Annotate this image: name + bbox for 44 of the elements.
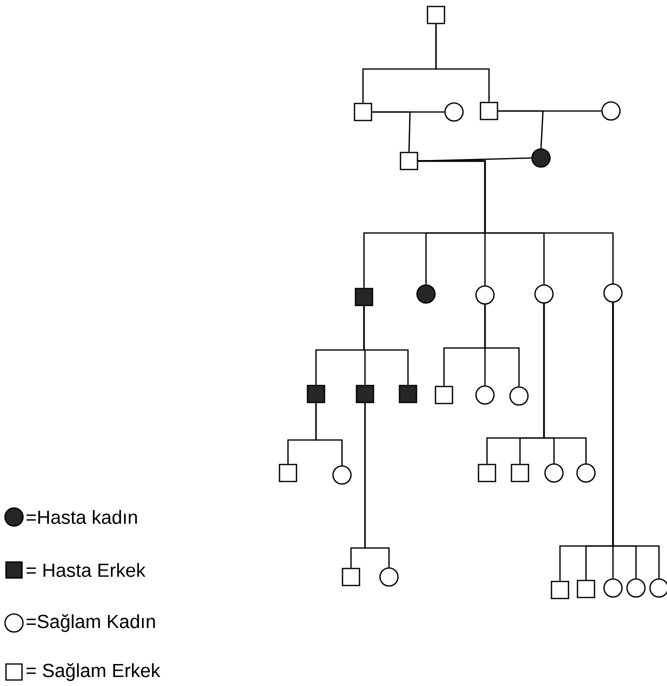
filled-square-symbol	[354, 288, 374, 306]
pedigree-line	[314, 403, 343, 466]
circle-symbol	[475, 285, 495, 305]
square-symbol	[278, 464, 298, 482]
filled-square-symbol	[398, 384, 418, 404]
circle-symbol	[576, 463, 596, 483]
circle-symbol	[626, 578, 646, 598]
legend-text: = Sağlam Erkek	[26, 663, 160, 681]
circle-symbol	[475, 385, 495, 405]
circle-symbol	[534, 284, 554, 304]
legend-text: =Hasta kadın	[26, 510, 137, 524]
square-symbol	[400, 152, 418, 170]
pedigree-line	[612, 302, 660, 578]
pedigree-line	[364, 403, 390, 568]
pedigree-line	[363, 306, 409, 385]
circle-symbol	[544, 463, 564, 483]
pedigree-line	[418, 160, 614, 284]
square-symbol	[478, 464, 496, 482]
square-symbol	[510, 464, 530, 482]
pedigree-line	[543, 304, 587, 464]
square-symbol	[342, 568, 360, 586]
circle-symbol	[603, 578, 623, 598]
filled-circle-symbol	[416, 284, 436, 304]
circle-symbol	[509, 386, 529, 406]
square-symbol	[434, 386, 454, 404]
square-symbol	[576, 580, 596, 598]
filled-square-symbol	[356, 384, 374, 404]
circle-symbol	[603, 283, 623, 303]
circle-symbol	[379, 567, 399, 587]
circle-symbol	[601, 101, 621, 121]
filled-circle-symbol	[531, 148, 551, 168]
filled-square-symbol	[306, 384, 326, 404]
pedigree-line	[435, 24, 490, 102]
square-symbol	[480, 102, 498, 120]
square-symbol	[354, 102, 372, 122]
legend-text: =Sağlam Kadın	[26, 614, 155, 632]
pedigree-line	[498, 110, 544, 148]
circle-symbol	[444, 102, 464, 122]
pedigree-line	[372, 111, 411, 152]
legend-text: = Hasta Erkek	[26, 563, 146, 577]
square-symbol	[426, 6, 446, 24]
square-symbol	[550, 580, 570, 600]
pedigree-line	[484, 304, 520, 386]
circle-symbol	[332, 465, 352, 485]
